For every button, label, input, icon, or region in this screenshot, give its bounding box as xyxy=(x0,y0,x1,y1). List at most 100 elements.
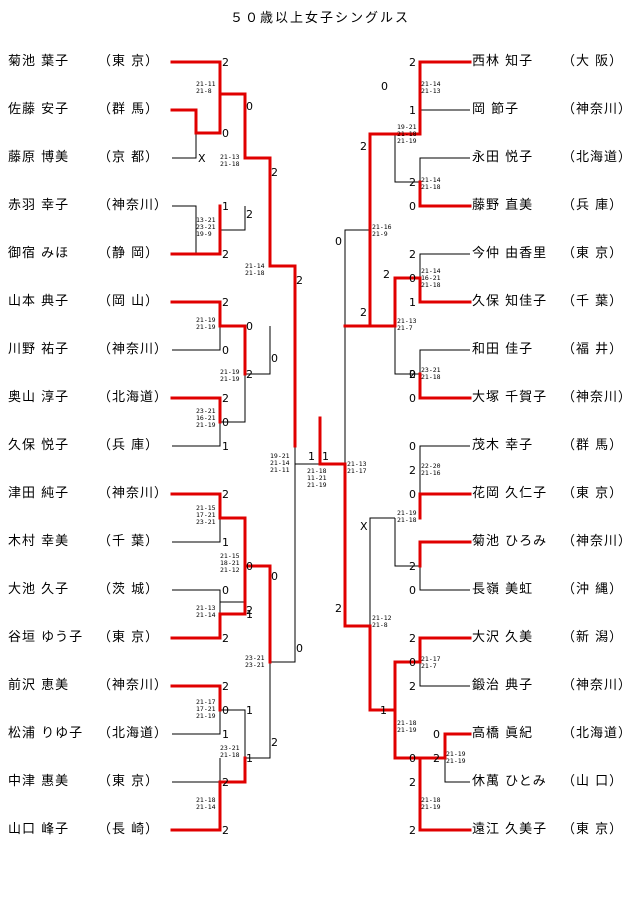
player-entry: 藤原 博美（京 都） xyxy=(8,149,159,167)
player-entry: 前沢 恵美（神奈川） xyxy=(8,677,168,695)
winner-path xyxy=(393,708,472,832)
player-name: 菊池 ひろみ xyxy=(472,534,548,549)
game-score-line: 21-19 xyxy=(446,750,466,758)
game-score-line: 21-19 xyxy=(397,137,417,145)
set-score: 0 xyxy=(409,200,416,213)
bracket-line xyxy=(172,589,221,614)
player-prefecture: （兵 庫） xyxy=(98,438,160,453)
bracket-line xyxy=(369,517,395,626)
set-score: 0 xyxy=(409,488,416,501)
player-name: 岡 節子 xyxy=(472,102,520,117)
game-score-line: 21-18 xyxy=(397,516,417,524)
player-name: 佐藤 安子 xyxy=(8,102,70,117)
set-score: 2 xyxy=(222,632,229,645)
game-score-line: 21-13 xyxy=(347,460,367,468)
player-entry: 久保 知佳子（千 葉） xyxy=(472,293,623,311)
player-prefecture: （群 馬） xyxy=(98,102,160,117)
player-entry: 菊池 葉子（東 京） xyxy=(8,53,159,71)
player-prefecture: （神奈川） xyxy=(98,198,169,213)
game-score-line: 21-19 xyxy=(196,323,216,331)
player-name: 長嶺 美虹 xyxy=(472,582,534,597)
bracket-line xyxy=(294,446,320,465)
game-score-line: 19-9 xyxy=(196,230,212,238)
game-score-line: 21-19 xyxy=(196,421,216,429)
player-prefecture: （東 京） xyxy=(98,774,160,789)
game-score-line: 21-17 xyxy=(421,655,441,663)
player-prefecture: （新 潟） xyxy=(562,630,624,645)
player-prefecture: （神奈川） xyxy=(562,102,633,117)
game-score-line: 21-19 xyxy=(196,316,216,324)
set-score: 2 xyxy=(409,560,416,573)
player-name: 鍛治 典子 xyxy=(472,678,534,693)
game-score-line: 21-14 xyxy=(421,80,441,88)
game-score-line: 21-14 xyxy=(421,176,441,184)
set-score: 2 xyxy=(222,56,229,69)
player-name: 山本 典子 xyxy=(8,294,70,309)
bracket-line xyxy=(394,134,420,183)
set-score: 0 xyxy=(381,80,388,93)
game-score-line: 21-18 xyxy=(397,130,417,138)
player-entry: 川野 祐子（神奈川） xyxy=(8,341,168,359)
bracket-lines xyxy=(170,60,472,832)
set-score: 2 xyxy=(246,208,253,221)
player-entry: 西林 知子（大 阪） xyxy=(472,53,623,71)
player-entry: 岡 節子 （神奈川） xyxy=(472,101,632,119)
game-score-line: 21-15 xyxy=(196,504,216,512)
game-score-line: 21-8 xyxy=(372,621,388,629)
player-name: 休萬 ひとみ xyxy=(472,774,547,789)
player-entry: 中津 惠美（東 京） xyxy=(8,773,159,791)
set-score: 2 xyxy=(271,736,278,749)
set-score: 0 xyxy=(246,100,253,113)
game-score-line: 21-12 xyxy=(220,566,240,574)
game-score-line: 23-21 xyxy=(196,518,216,526)
player-name: 久保 悦子 xyxy=(8,438,70,453)
bracket-line xyxy=(220,709,246,758)
game-score-line: 21-19 xyxy=(307,481,327,489)
set-score: 0 xyxy=(433,728,440,741)
game-score-line: 21-12 xyxy=(372,614,392,622)
game-score-line: 17-21 xyxy=(196,511,216,519)
player-name: 奥山 淳子 xyxy=(8,390,70,405)
player-prefecture: （北海道） xyxy=(562,150,633,165)
game-score-line: 19-21 xyxy=(397,123,417,131)
game-score-line: 21-14 xyxy=(421,267,441,275)
game-score-line: 21-13 xyxy=(220,153,240,161)
game-score-line: 21-19 xyxy=(446,757,466,765)
game-score-line: 21-18 xyxy=(397,719,417,727)
set-score: 0 xyxy=(222,584,229,597)
winner-path xyxy=(418,540,472,568)
player-prefecture: （神奈川） xyxy=(562,678,633,693)
bracket-line xyxy=(419,542,470,591)
bracket-line xyxy=(172,422,221,447)
game-score-line: 21-18 xyxy=(421,183,441,191)
player-prefecture: （兵 庫） xyxy=(562,198,624,213)
player-prefecture: （神奈川） xyxy=(98,678,169,693)
player-prefecture: （静 岡） xyxy=(98,246,160,261)
winner-path xyxy=(418,372,472,400)
bracket-line xyxy=(172,205,197,254)
player-name: 津田 純子 xyxy=(8,486,70,501)
game-score-line: 21-19 xyxy=(220,368,240,376)
bracket-line xyxy=(245,326,271,375)
winner-path xyxy=(393,276,472,304)
set-score: 2 xyxy=(409,464,416,477)
player-entry: 和田 佳子（福 井） xyxy=(472,341,623,359)
set-score: 2 xyxy=(409,368,416,381)
player-prefecture: （大 阪） xyxy=(562,54,624,69)
player-prefecture: （北海道） xyxy=(562,726,633,741)
player-entry: 御宿 みほ（静 岡） xyxy=(8,245,159,263)
player-prefecture: （群 馬） xyxy=(562,438,624,453)
set-score: 2 xyxy=(246,368,253,381)
set-score: 1 xyxy=(246,608,253,621)
set-score: 2 xyxy=(246,604,253,617)
